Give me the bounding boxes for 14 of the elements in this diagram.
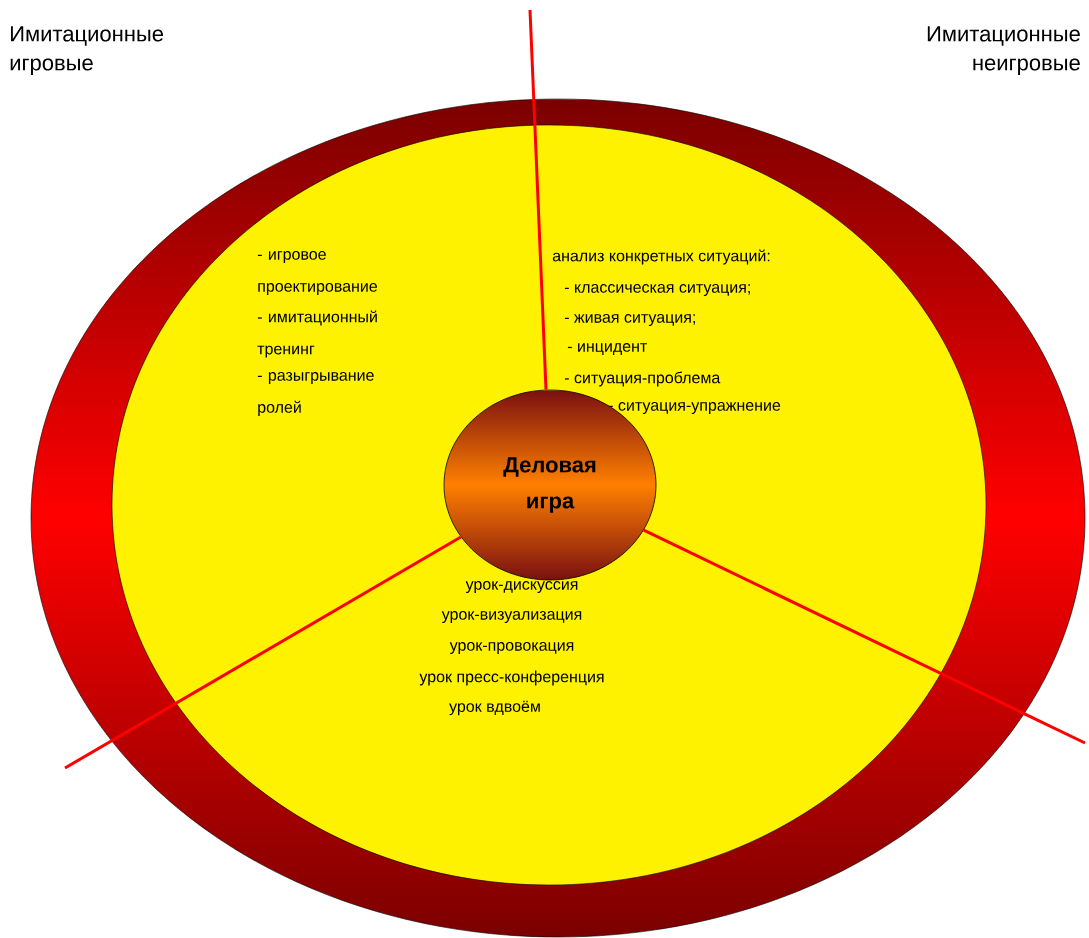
list-item: - классическая ситуация;: [564, 284, 750, 296]
sector-heading: анализ конкретных ситуаций:: [552, 249, 770, 265]
list-item: - игровое проектирование: [257, 251, 377, 295]
list-item: - живая ситуация;: [564, 314, 695, 326]
list-item: урок пресс-конференция: [419, 670, 604, 686]
list-item: урок вдвоём: [449, 700, 540, 716]
list-item: урок-провокация: [449, 642, 574, 654]
list-item: - разыгрывание ролей: [257, 372, 374, 416]
corner-label: Имитационные игровые: [10, 26, 163, 75]
corner-label: Имитационные неигровые: [927, 26, 1080, 75]
list-item: - инцидент: [567, 343, 647, 355]
list-item: урок-визуализация: [441, 611, 582, 623]
list-item: - имитационный тренинг: [257, 310, 377, 358]
list-item: - ситуация-проблема: [564, 371, 721, 387]
